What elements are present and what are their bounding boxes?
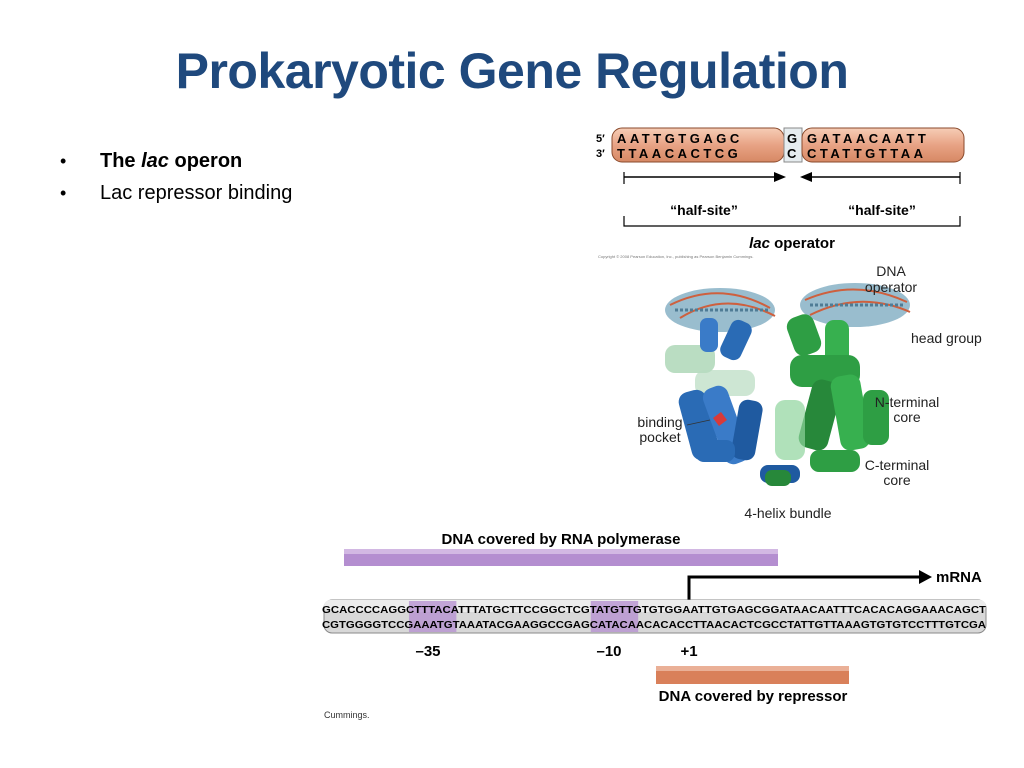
promoter-box-highlight bbox=[408, 601, 457, 632]
position-plus1: +1 bbox=[680, 643, 697, 660]
seq-bottom-mid: C bbox=[787, 146, 797, 161]
five-prime-label: 5′ bbox=[596, 133, 605, 145]
three-prime-label: 3′ bbox=[596, 148, 605, 160]
label-4-helix-bundle: 4-helix bundle bbox=[744, 505, 831, 521]
copyright-text: Copyright © 2008 Pearson Education, Inc.… bbox=[598, 254, 753, 259]
lac-promoter-figure: DNA covered by RNA polymerase mRNA GCACC… bbox=[322, 531, 987, 720]
sequence-segment: GTGTGGAATTGTGAGCGGATAACAATTTCACACAGGAAAC… bbox=[633, 605, 986, 616]
promoter-box-text: AAATGT bbox=[413, 620, 459, 631]
bullet-icon: • bbox=[60, 182, 67, 203]
bullet-item-lac-operon: • The lac operon bbox=[60, 145, 292, 177]
dna-operator-model bbox=[665, 283, 911, 332]
bullet-list: • The lac operon • Lac repressor binding bbox=[60, 145, 292, 209]
half-site-left-label: “half-site” bbox=[670, 202, 738, 218]
label-n-terminal-core: core bbox=[893, 409, 920, 425]
sequence-segment: GCACCCCAGGC bbox=[322, 605, 414, 616]
half-site-right-label: “half-site” bbox=[848, 202, 916, 218]
label-operator: operator bbox=[865, 279, 917, 295]
leader-binding bbox=[686, 419, 711, 426]
sequence-segment: CGTGGGGTCCG bbox=[322, 620, 413, 631]
promoter-box-text: TTTACA bbox=[414, 605, 458, 616]
binding-ligand bbox=[713, 412, 727, 426]
seq-bottom-left: TTAACACTCG bbox=[617, 146, 741, 161]
lac-repressor-structure: DNA operator head group N-terminal core … bbox=[637, 263, 982, 521]
operator-bracket bbox=[623, 216, 961, 227]
label-head-group: head group bbox=[911, 330, 982, 346]
label-c-terminal: C-terminal bbox=[865, 457, 930, 473]
promoter-box-text: ATACAA bbox=[598, 620, 644, 631]
dna-tube-right bbox=[801, 127, 965, 163]
seq-bottom-right: CTATTGTTAA bbox=[807, 146, 926, 161]
sequence-segment: AAATACGAAGGCCGAGC bbox=[459, 620, 598, 631]
promoter-box-highlights bbox=[408, 601, 639, 632]
label-pocket: pocket bbox=[639, 429, 680, 445]
sequence-segment: CACACCTTAACACTCGCCTATTGTTAAAGTGTGTCCTTTG… bbox=[644, 620, 986, 631]
seq-top-right: GATAACAATT bbox=[807, 131, 929, 146]
seq-top-left: AATTGTGAGC bbox=[617, 131, 743, 146]
green-monomer bbox=[765, 314, 889, 486]
promoter-box-text: TATGTT bbox=[590, 605, 633, 616]
seq-top-mid: G bbox=[787, 131, 797, 146]
label-binding: binding bbox=[637, 414, 682, 430]
mrna-label: mRNA bbox=[936, 569, 982, 586]
bullet-item-repressor-binding: • Lac repressor binding bbox=[60, 177, 292, 209]
arrowhead-right-icon bbox=[774, 172, 786, 182]
transcription-start-arrow bbox=[687, 575, 922, 602]
bullet-text: Lac repressor binding bbox=[100, 181, 293, 204]
sequence-segment: TTTATGCTTCCGGCTCG bbox=[458, 605, 590, 616]
promoter-box-highlight bbox=[590, 601, 639, 632]
blue-monomer bbox=[665, 318, 800, 483]
label-c-terminal-core: core bbox=[883, 472, 910, 488]
lac-operator-caption: lac operator bbox=[749, 235, 835, 252]
label-dna: DNA bbox=[876, 263, 906, 279]
position-minus35: –35 bbox=[415, 643, 440, 660]
rna-pol-label: DNA covered by RNA polymerase bbox=[442, 531, 681, 548]
label-n-terminal: N-terminal bbox=[875, 394, 940, 410]
credit-text: Cummings. bbox=[324, 710, 370, 720]
repressor-label: DNA covered by repressor bbox=[659, 688, 848, 705]
lac-operator-figure: 5′ 3′ AATTGTGAGC G GATAACAATT TTAACACTCG… bbox=[596, 127, 965, 259]
slide-title: Prokaryotic Gene Regulation bbox=[175, 43, 849, 99]
bullet-text: The lac operon bbox=[100, 149, 243, 172]
arrowhead-icon bbox=[919, 570, 932, 584]
bullet-icon: • bbox=[60, 150, 67, 171]
position-minus10: –10 bbox=[596, 643, 621, 660]
arrowhead-left-icon bbox=[800, 172, 812, 182]
